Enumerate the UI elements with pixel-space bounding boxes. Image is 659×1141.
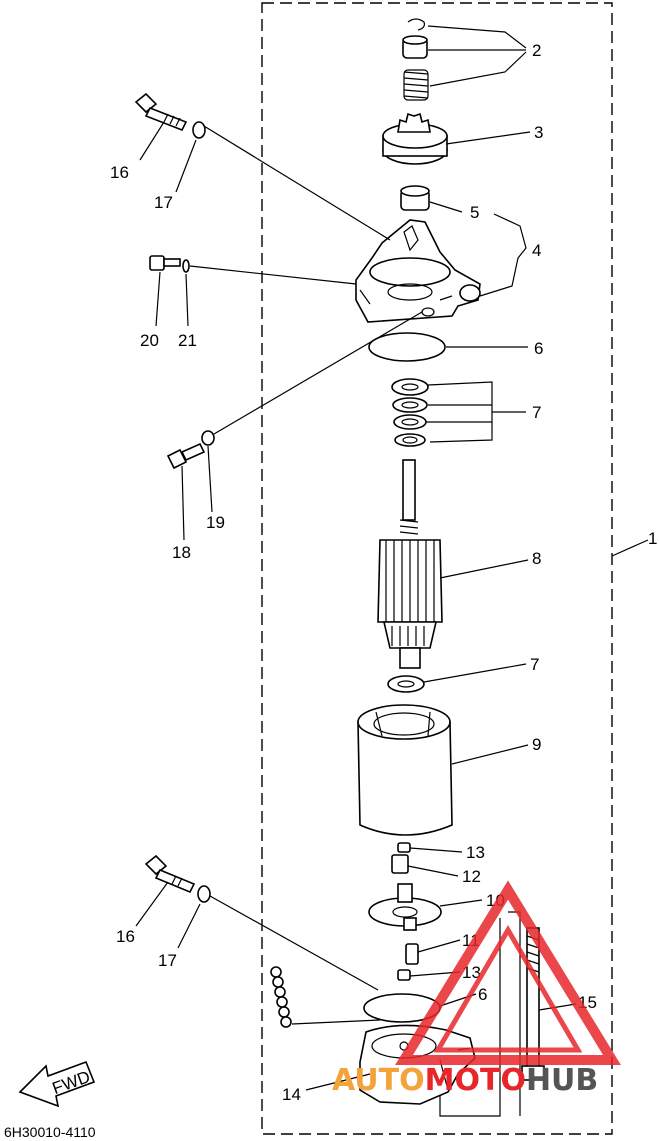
callout-labels: 2 3 5 4 6 7 8 1 7 9 13 12 10 11 13 6 15 … [110,41,657,1104]
callout-13-lower: 13 [462,963,481,982]
part-16-bolt-upper [134,92,188,132]
callout-21: 21 [178,331,197,350]
part-16-bolt-lower [144,854,196,894]
callout-17-lower: 17 [158,951,177,970]
callout-18: 18 [172,543,191,562]
part-6-o-ring-upper [368,332,446,362]
callout-19: 19 [206,513,225,532]
part-8-armature [377,459,443,669]
callout-7-upper: 7 [532,403,541,422]
fwd-arrow: FWD [18,1060,96,1108]
part-17-washer-lower [197,885,211,903]
part-18-bolt-middle [166,442,206,470]
part-19-washer-middle [201,430,215,446]
part-5-bushing [400,185,430,211]
part-13-part-12-upper [391,842,411,874]
callout-17-upper: 17 [154,193,173,212]
part-20-screw [149,255,181,271]
part-7-washer-lower [387,675,425,693]
callout-1: 1 [648,529,657,548]
part-2-circlip-collar-spring [402,18,429,101]
callout-16-upper: 16 [110,163,129,182]
callout-16-lower: 16 [116,927,135,946]
brush-spring-stack [270,966,292,1028]
leader-lines [135,25,649,1117]
callout-20: 20 [140,331,159,350]
part-9-yoke [357,704,453,836]
watermark-logo: AUTOMOTOHUB [332,880,621,1098]
part-3-pinion [382,112,448,165]
callout-5: 5 [470,203,479,222]
callout-4: 4 [532,241,541,260]
part-7-washers-upper [391,378,429,447]
callout-3: 3 [534,123,543,142]
part-11-part-13-lower [397,943,419,981]
callout-6-upper: 6 [534,339,543,358]
callout-2: 2 [532,41,541,60]
part-4-front-bracket [355,219,481,323]
callout-12: 12 [462,867,481,886]
part-17-washer-upper [192,121,206,139]
callout-14: 14 [282,1085,301,1104]
callout-8: 8 [532,549,541,568]
part-21-washer [182,259,190,273]
fwd-label: FWD [50,1067,93,1098]
callout-13-upper: 13 [466,843,485,862]
callout-7-lower: 7 [530,655,539,674]
callout-9: 9 [532,735,541,754]
part-10-brush-holder [368,883,442,931]
assembly-boundary [261,2,613,1135]
watermark-text: AUTOMOTOHUB [332,1063,598,1098]
diagram-code: 6H30010-4110 [4,1124,96,1140]
callout-6-lower: 6 [478,985,487,1004]
